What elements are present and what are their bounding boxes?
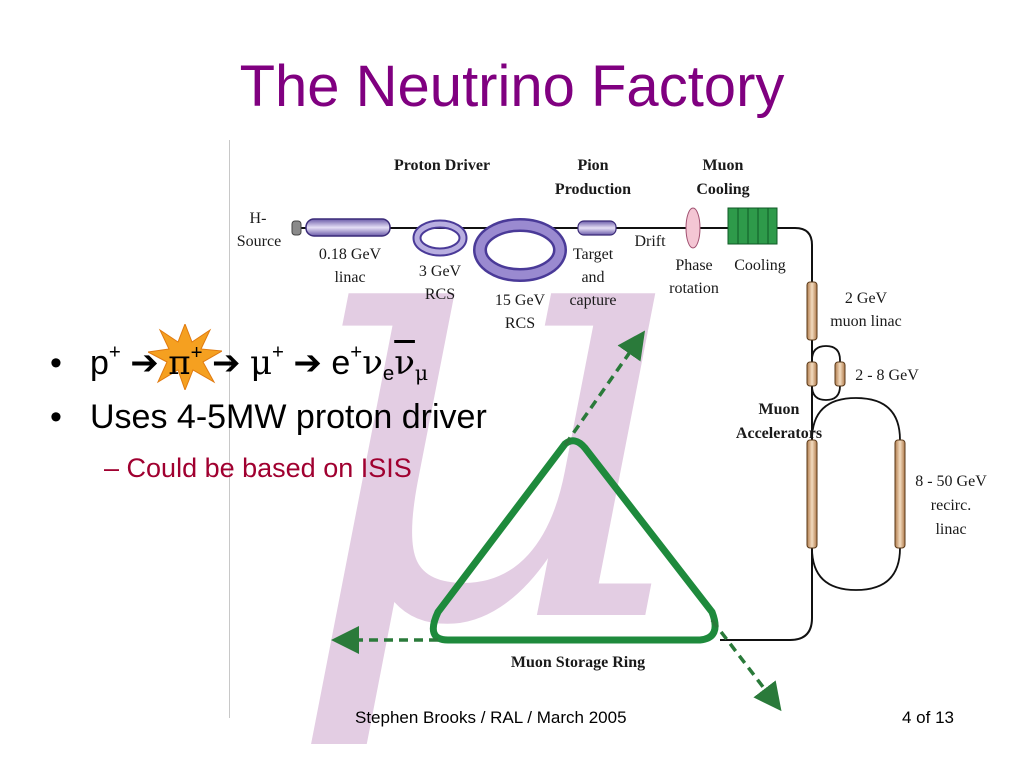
label-phase-2: rotation bbox=[669, 280, 719, 297]
header-muon-cooling-2: Cooling bbox=[696, 181, 749, 198]
charge-mu: + bbox=[272, 341, 284, 364]
reaction-p: p bbox=[90, 344, 109, 382]
label-h-source-1: H- bbox=[250, 210, 267, 227]
reaction-mu: μ bbox=[249, 343, 273, 383]
reaction-pi: π bbox=[168, 343, 191, 383]
bullet-driver-text: Uses 4-5MW proton driver bbox=[90, 398, 487, 436]
label-target-2: and bbox=[581, 269, 604, 286]
nu-mu-subscript: μ bbox=[414, 361, 429, 386]
target-capture bbox=[577, 220, 617, 236]
charge-pi: + bbox=[190, 341, 203, 364]
reaction-arrow-3: ➔ bbox=[293, 344, 322, 382]
burst-star-icon bbox=[148, 324, 223, 390]
label-linac-2: linac bbox=[334, 269, 365, 286]
label-rcs15-2: RCS bbox=[505, 315, 535, 332]
neutrino-beam-down-right bbox=[710, 618, 782, 712]
footer-author: Stephen Brooks / RAL / March 2005 bbox=[355, 708, 627, 727]
nu-e-subscript: e bbox=[382, 363, 395, 386]
label-rcs3-2: RCS bbox=[425, 286, 455, 303]
header-muon-accelerators-2: Accelerators bbox=[736, 425, 822, 442]
label-linac-1: 0.18 GeV bbox=[319, 246, 382, 263]
left-divider bbox=[229, 140, 230, 718]
h-source-block bbox=[291, 220, 302, 236]
header-proton-driver: Proton Driver bbox=[394, 157, 490, 174]
sub-bullet-marker: – bbox=[104, 453, 120, 483]
header-pion-production-2: Production bbox=[555, 181, 631, 198]
cooling-section bbox=[727, 207, 778, 245]
rla2-loop bbox=[811, 397, 901, 591]
sub-bullet-isis: – Could be based on ISIS bbox=[104, 455, 412, 482]
header-muon-cooling-1: Muon bbox=[703, 157, 744, 174]
label-rcs3-1: 3 GeV bbox=[419, 263, 462, 280]
reaction-chain: p+ ➔ π+ ➔ μ+ ➔ e+νeνμ bbox=[90, 324, 428, 390]
header-muon-accelerators-1: Muon bbox=[759, 401, 800, 418]
label-rla2-2: recirc. bbox=[931, 497, 971, 514]
header-muon-storage-ring: Muon Storage Ring bbox=[511, 654, 645, 671]
label-muon-linac-2: muon linac bbox=[830, 313, 902, 330]
pion-burst: π+ bbox=[148, 324, 223, 390]
charge-p: + bbox=[108, 341, 121, 364]
label-rla2-3: linac bbox=[935, 521, 966, 538]
proton-linac bbox=[305, 218, 391, 237]
footer-page-number: 4 of 13 bbox=[902, 708, 954, 727]
label-rla1: 2 - 8 GeV bbox=[855, 367, 919, 384]
muon-linac bbox=[806, 281, 818, 341]
slide-title: The Neutrino Factory bbox=[239, 54, 785, 119]
label-target-3: capture bbox=[569, 292, 616, 309]
muon-storage-ring bbox=[429, 437, 719, 644]
reaction-nu-e: ν bbox=[362, 343, 383, 383]
reaction-e: e bbox=[331, 344, 351, 382]
label-h-source-2: Source bbox=[237, 233, 281, 250]
label-drift: Drift bbox=[634, 233, 666, 250]
label-rla2-1: 8 - 50 GeV bbox=[915, 473, 987, 490]
label-phase-1: Phase bbox=[675, 257, 712, 274]
phase-rotation bbox=[685, 207, 701, 249]
label-target-1: Target bbox=[573, 246, 614, 263]
sub-bullet-isis-text: Could be based on ISIS bbox=[126, 453, 412, 483]
charge-e: + bbox=[350, 341, 363, 364]
bullet-marker: • bbox=[50, 344, 62, 382]
header-pion-production-1: Pion bbox=[577, 157, 608, 174]
neutrino-beam-up-right bbox=[563, 330, 646, 447]
label-cooling: Cooling bbox=[734, 257, 786, 274]
label-rcs15-1: 15 GeV bbox=[495, 292, 546, 309]
label-muon-linac-1: 2 GeV bbox=[845, 290, 888, 307]
bullet-marker: • bbox=[50, 398, 62, 436]
reaction-nu-mu-bar: ν bbox=[394, 343, 415, 383]
